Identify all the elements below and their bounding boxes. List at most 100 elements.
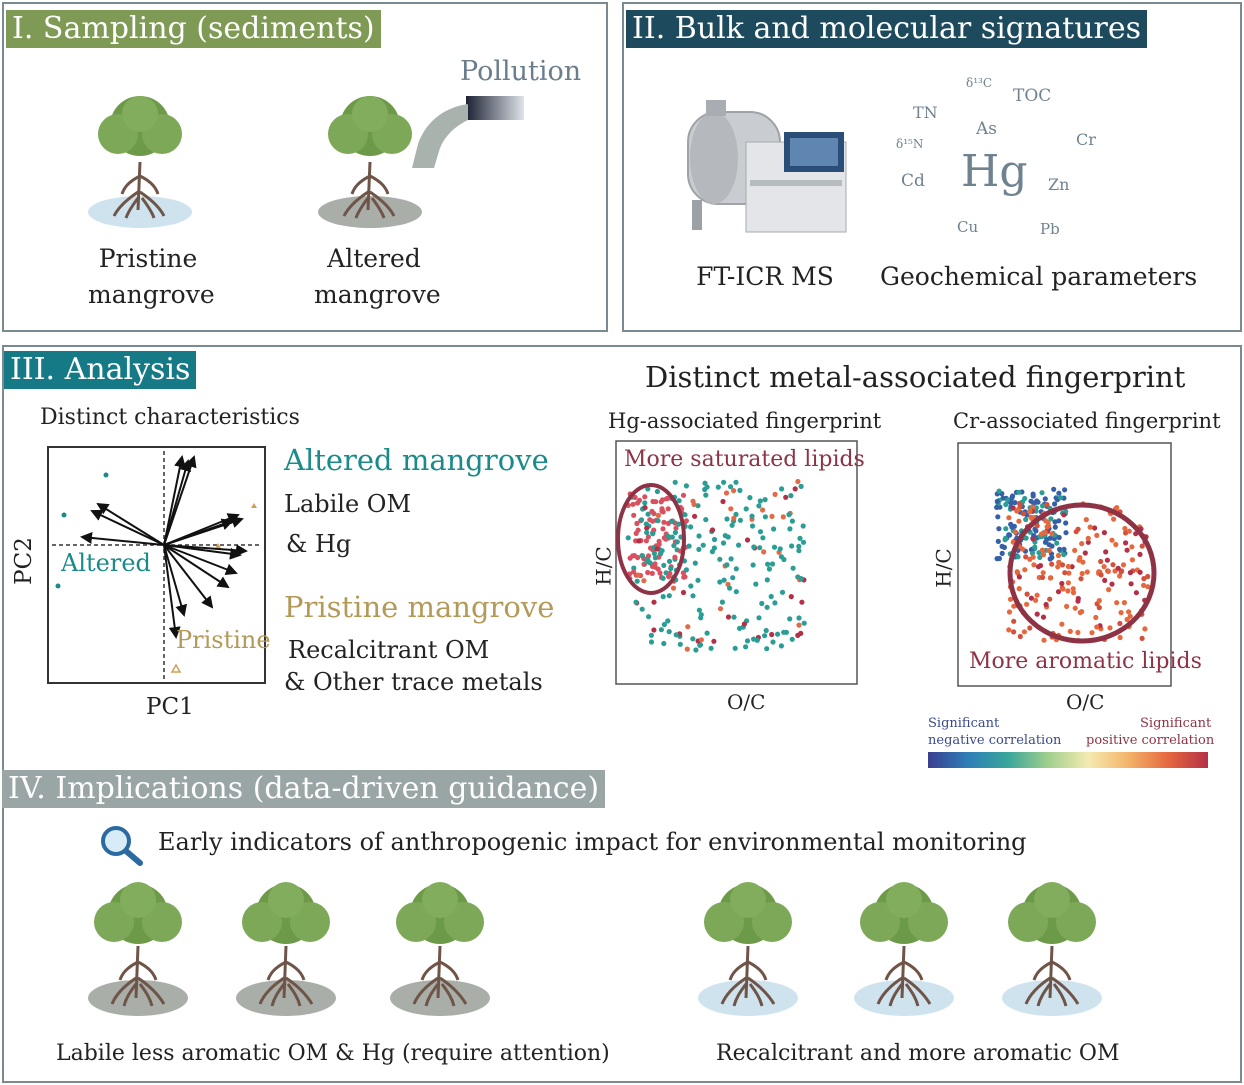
- altered-mangrove-label-2: mangrove: [314, 280, 441, 309]
- cr-data-point: [1096, 605, 1102, 611]
- hg-data-point: [724, 562, 730, 568]
- hg-data-point: [692, 513, 698, 519]
- cr-data-point: [1056, 518, 1062, 524]
- cr-data-point: [1006, 627, 1012, 633]
- hg-data-point: [753, 581, 759, 587]
- cr-data-point: [1066, 570, 1072, 576]
- cr-data-point: [1085, 539, 1091, 545]
- cr-data-point: [1040, 570, 1046, 576]
- cr-data-point: [1078, 576, 1084, 582]
- hg-data-point: [672, 529, 678, 536]
- hg-data-point: [635, 572, 641, 578]
- cr-data-point: [1031, 500, 1037, 506]
- mangrove-tree-icon: [236, 882, 336, 1016]
- cr-data-point: [1059, 562, 1066, 568]
- word-d13c: δ¹³C: [966, 76, 993, 90]
- hg-data-point: [630, 501, 636, 507]
- hg-data-point: [764, 646, 770, 652]
- cr-data-point: [1069, 564, 1075, 570]
- hg-data-point: [789, 518, 795, 524]
- cr-data-point: [1030, 554, 1036, 560]
- cr-data-point: [996, 555, 1002, 562]
- ft-icr-ms-label: FT-ICR MS: [696, 262, 834, 291]
- cr-data-point: [1035, 564, 1042, 570]
- hg-data-point: [700, 542, 706, 548]
- cr-data-point: [1024, 601, 1030, 607]
- cr-data-point: [1045, 519, 1051, 526]
- pristine-other-metals: & Other trace metals: [284, 668, 543, 696]
- hg-data-point: [645, 486, 651, 492]
- cr-data-point: [1080, 559, 1086, 565]
- hg-data-point: [660, 509, 666, 515]
- hg-data-point: [638, 517, 645, 523]
- hg-data-point: [666, 574, 672, 580]
- cr-data-point: [1083, 517, 1089, 523]
- hg-data-point: [677, 641, 683, 647]
- hg-data-point: [798, 483, 804, 489]
- cr-data-point: [1126, 528, 1132, 534]
- hg-data-point: [762, 497, 768, 503]
- hg-data-point: [798, 630, 804, 636]
- hg-data-point: [661, 621, 667, 628]
- hg-annotation: More saturated lipids: [624, 447, 865, 472]
- cr-data-point: [1094, 624, 1100, 630]
- mangrove-tree-icon: [88, 882, 188, 1016]
- hg-y-axis-label: H/C: [591, 546, 616, 586]
- hg-data-point: [636, 497, 643, 503]
- cr-data-point: [994, 504, 1000, 510]
- cr-data-point: [1047, 596, 1053, 602]
- hg-data-point: [646, 614, 652, 620]
- cr-data-point: [1087, 524, 1093, 530]
- fingerprint-title: Distinct metal-associated fingerprint: [645, 360, 1186, 394]
- hg-data-point: [760, 535, 766, 541]
- pristine-mangrove-heading: Pristine mangrove: [284, 590, 555, 624]
- hg-data-point: [711, 536, 718, 543]
- pca-loading-arrow: [163, 544, 230, 589]
- pca-loading-arrow: [163, 544, 181, 639]
- cr-data-point: [1075, 598, 1081, 604]
- hg-data-point: [749, 523, 756, 529]
- cr-data-point: [1115, 565, 1121, 571]
- hg-data-point: [669, 518, 675, 524]
- hg-data-point: [727, 585, 733, 591]
- cr-data-point: [1022, 567, 1028, 573]
- word-hg: Hg: [961, 146, 1028, 197]
- altered-mangrove-heading: Altered mangrove: [284, 443, 549, 477]
- hg-data-point: [660, 526, 666, 532]
- hg-data-point: [721, 577, 727, 583]
- pca-loading-arrow: [163, 518, 234, 546]
- hg-data-point: [655, 518, 661, 524]
- hg-data-point: [763, 627, 769, 634]
- hg-data-point: [769, 631, 775, 638]
- hg-data-point: [702, 480, 708, 486]
- hg-data-point: [801, 620, 807, 626]
- hg-data-point: [632, 494, 638, 500]
- hg-data-point: [672, 554, 678, 560]
- cr-data-point: [1064, 603, 1070, 609]
- hg-data-point: [669, 534, 675, 540]
- cr-data-point: [995, 514, 1001, 520]
- hg-data-point: [686, 543, 692, 549]
- cr-data-point: [1075, 629, 1081, 636]
- cr-data-point: [1098, 572, 1104, 578]
- pca-loading-arrow: [96, 502, 165, 546]
- hg-data-point: [644, 525, 650, 531]
- mangrove-tree-icon: [698, 882, 798, 1016]
- hg-data-point: [728, 484, 734, 490]
- cr-data-point: [1015, 554, 1021, 560]
- cr-data-point: [1031, 562, 1037, 568]
- hg-data-point: [680, 589, 687, 596]
- hg-data-point: [672, 479, 678, 485]
- cr-data-point: [1137, 569, 1143, 575]
- pristine-mangrove-label-2: mangrove: [88, 280, 215, 309]
- cr-data-point: [1102, 577, 1108, 583]
- cr-data-point: [996, 488, 1002, 494]
- cr-data-point: [1023, 516, 1029, 523]
- cr-data-point: [1065, 563, 1071, 570]
- cr-data-point: [1011, 603, 1017, 609]
- hg-data-point: [635, 554, 641, 561]
- hg-data-point: [666, 593, 672, 599]
- cr-data-point: [1123, 540, 1129, 546]
- hg-data-point: [779, 589, 786, 595]
- cr-data-point: [1070, 586, 1076, 592]
